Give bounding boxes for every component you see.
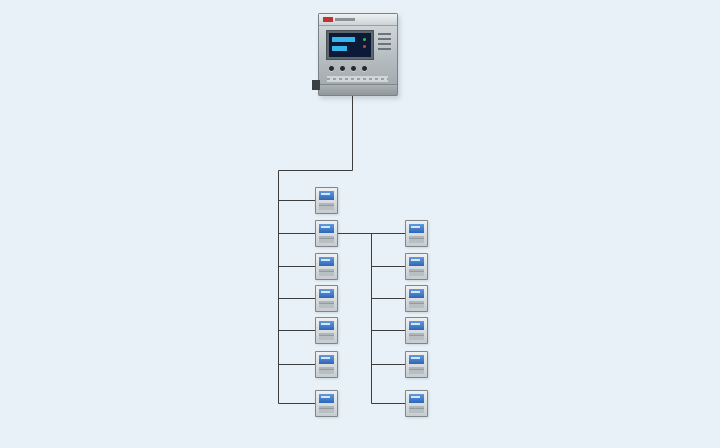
- brand-text-mark: [335, 18, 355, 21]
- controller-base: [319, 84, 397, 95]
- detector-label: [319, 301, 334, 304]
- mounting-tab: [312, 80, 320, 90]
- detector-label: [319, 333, 334, 336]
- detector-terminals: [319, 303, 334, 308]
- detector-screen: [319, 191, 334, 200]
- detector-terminals: [319, 369, 334, 374]
- controller-button: [362, 66, 367, 71]
- gas-alarm-controller: [312, 13, 398, 96]
- detector-label: [319, 236, 334, 239]
- detector-screen: [409, 394, 424, 403]
- detector-label: [319, 203, 334, 206]
- detector-label: [409, 333, 424, 336]
- detector-screen: [319, 394, 334, 403]
- detector-label: [319, 367, 334, 370]
- detector-screen: [409, 289, 424, 298]
- detector-screen-glare: [321, 357, 330, 359]
- detector-label: [319, 269, 334, 272]
- detector-label: [319, 406, 334, 409]
- controller-label-strip: [327, 76, 388, 82]
- detector-terminals: [319, 408, 334, 413]
- detector-label: [409, 301, 424, 304]
- detector-terminals: [409, 303, 424, 308]
- detector-screen: [409, 224, 424, 233]
- detector-screen-glare: [321, 323, 330, 325]
- detector-terminals: [409, 369, 424, 374]
- controller-buttons: [329, 66, 367, 71]
- detector-terminals: [409, 335, 424, 340]
- detector-screen-glare: [411, 323, 420, 325]
- detector-screen-glare: [411, 226, 420, 228]
- gas-detector-right-5: [405, 351, 428, 378]
- detector-screen-glare: [411, 396, 420, 398]
- detector-screen-glare: [321, 291, 330, 293]
- gas-detector-right-4: [405, 317, 428, 344]
- detector-screen-glare: [411, 259, 420, 261]
- gas-detector-left-5: [315, 317, 338, 344]
- detector-label: [409, 406, 424, 409]
- detector-screen: [409, 355, 424, 364]
- status-led-red: [363, 45, 366, 48]
- detector-terminals: [319, 271, 334, 276]
- detector-terminals: [409, 271, 424, 276]
- detector-screen-glare: [321, 193, 330, 195]
- controller-display-panel: [326, 30, 374, 60]
- status-led-green: [363, 38, 366, 41]
- controller-button: [340, 66, 345, 71]
- detector-screen: [319, 257, 334, 266]
- gas-detector-right-3: [405, 285, 428, 312]
- detector-label: [409, 269, 424, 272]
- speaker-vents: [378, 33, 391, 50]
- gas-detector-right-6: [405, 390, 428, 417]
- detector-screen-glare: [321, 259, 330, 261]
- detector-screen-glare: [411, 291, 420, 293]
- detector-terminals: [409, 408, 424, 413]
- detector-screen: [409, 321, 424, 330]
- detector-terminals: [319, 205, 334, 210]
- lcd-screen: [329, 33, 371, 57]
- gas-detector-right-2: [405, 253, 428, 280]
- gas-detector-left-3: [315, 253, 338, 280]
- lcd-readout-line: [332, 46, 347, 51]
- detector-screen-glare: [411, 357, 420, 359]
- detector-label: [409, 236, 424, 239]
- gas-detector-left-1: [315, 187, 338, 214]
- detector-terminals: [409, 238, 424, 243]
- detector-screen-glare: [321, 396, 330, 398]
- detector-terminals: [319, 335, 334, 340]
- detector-screen: [319, 224, 334, 233]
- detector-screen: [409, 257, 424, 266]
- controller-header: [319, 14, 397, 26]
- lcd-readout-line: [332, 37, 355, 42]
- gas-detector-left-6: [315, 351, 338, 378]
- detector-screen-glare: [321, 226, 330, 228]
- controller-button: [329, 66, 334, 71]
- detector-label: [409, 367, 424, 370]
- brand-logo-icon: [323, 17, 333, 22]
- detector-terminals: [319, 238, 334, 243]
- gas-detector-left-7: [315, 390, 338, 417]
- detector-screen: [319, 321, 334, 330]
- gas-detector-right-1: [405, 220, 428, 247]
- controller-button: [351, 66, 356, 71]
- gas-detector-left-4: [315, 285, 338, 312]
- detector-screen: [319, 355, 334, 364]
- gas-detector-left-2: [315, 220, 338, 247]
- detector-screen: [319, 289, 334, 298]
